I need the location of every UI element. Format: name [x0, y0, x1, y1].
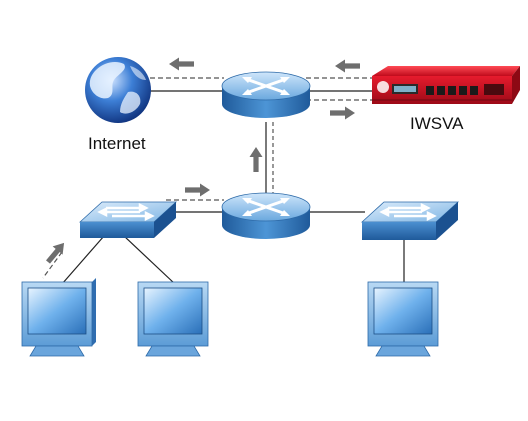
appliance-icon — [372, 66, 520, 104]
link-switch-pc1 — [61, 235, 105, 285]
arrow-up-icon — [249, 147, 263, 172]
monitor-icon — [367, 281, 439, 357]
monitor-icon — [21, 278, 96, 357]
switch-icon — [78, 201, 178, 238]
monitor-icon — [137, 281, 209, 357]
arrow-up-right-icon — [43, 238, 70, 267]
iwsva-label: IWSVA — [410, 114, 464, 133]
internet-label: Internet — [88, 134, 146, 153]
traffic-paths — [42, 77, 372, 279]
router-icon — [221, 192, 311, 239]
globe-icon — [85, 57, 151, 123]
router-icon — [221, 71, 311, 118]
connection-lines — [61, 90, 405, 285]
switch-icon — [360, 201, 460, 240]
arrow-right-icon — [330, 106, 355, 120]
arrow-left-icon — [335, 59, 360, 73]
link-switch-pc2 — [123, 235, 176, 285]
arrow-left-icon — [169, 57, 194, 71]
arrow-right-icon — [185, 183, 210, 197]
